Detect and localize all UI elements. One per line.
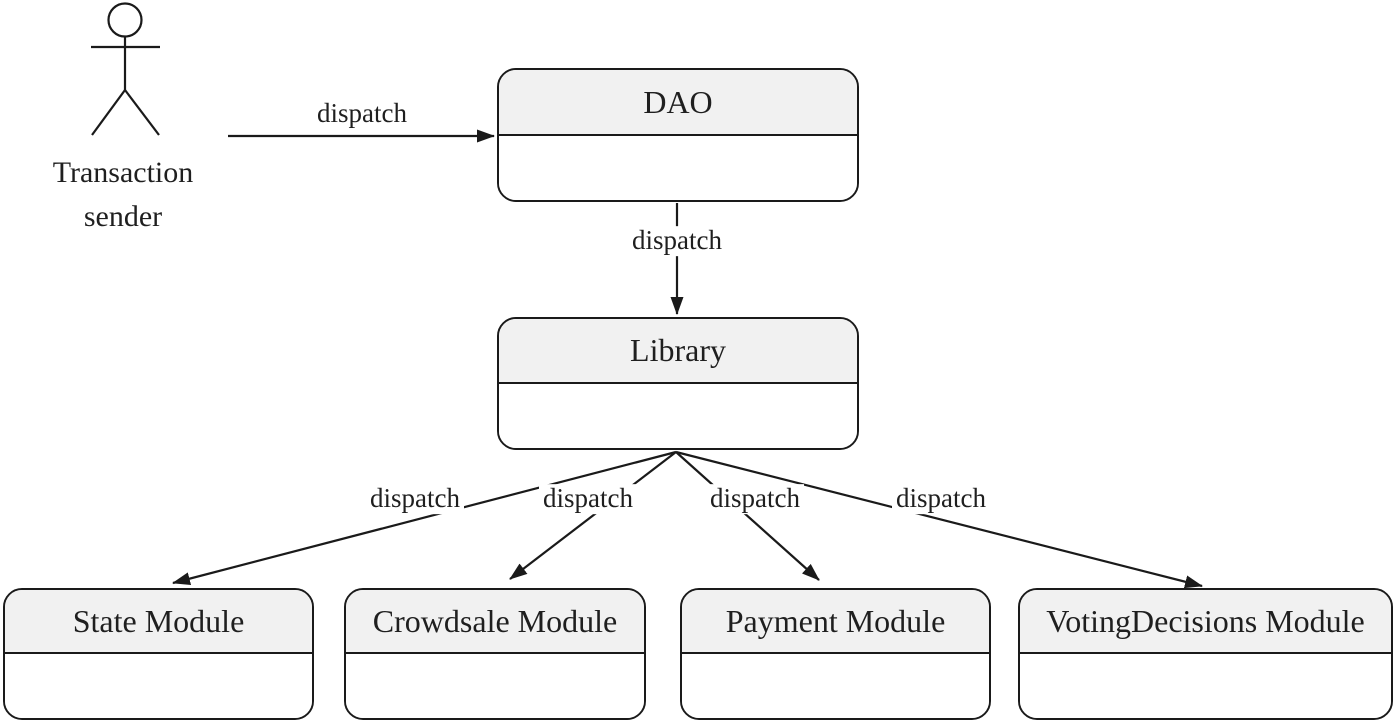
edge-library-to-payment-label: dispatch <box>706 483 804 514</box>
actor-right-leg <box>124 89 160 136</box>
edge-library-to-state-label: dispatch <box>366 483 464 514</box>
node-dao-title: DAO <box>643 83 713 120</box>
actor-head <box>107 2 143 38</box>
node-payment-module-header: Payment Module <box>682 590 989 654</box>
node-votingdecisions-module-title: VotingDecisions Module <box>1046 602 1365 639</box>
edge-sender-to-dao-label: dispatch <box>313 98 411 129</box>
edge-library-to-crowdsale-label: dispatch <box>539 483 637 514</box>
node-crowdsale-module: Crowdsale Module <box>344 588 646 720</box>
actor-label-line2: sender <box>83 200 163 233</box>
node-state-module-body <box>5 654 312 718</box>
node-crowdsale-module-title: Crowdsale Module <box>372 602 618 639</box>
node-dao-body <box>499 136 857 200</box>
node-crowdsale-module-header: Crowdsale Module <box>346 590 644 654</box>
actor-left-leg <box>91 89 126 136</box>
node-votingdecisions-module-header: VotingDecisions Module <box>1020 590 1391 654</box>
actor-stick-figure <box>91 2 160 136</box>
node-library-body <box>499 384 857 448</box>
node-votingdecisions-module: VotingDecisions Module <box>1018 588 1393 720</box>
node-payment-module-body <box>682 654 989 718</box>
node-library-header: Library <box>499 319 857 384</box>
edge-library-to-crowdsale-line <box>509 451 677 580</box>
node-library-title: Library <box>630 332 726 368</box>
node-state-module-title: State Module <box>72 602 245 639</box>
node-payment-module: Payment Module <box>680 588 991 720</box>
node-state-module: State Module <box>3 588 314 720</box>
node-votingdecisions-module-body <box>1020 654 1391 718</box>
edge-library-to-voting-line <box>675 450 1203 589</box>
node-dao: DAO <box>497 68 859 202</box>
actor-label-line1: Transaction <box>52 156 194 189</box>
edge-library-to-voting-label: dispatch <box>892 483 990 514</box>
edge-library-to-payment-line <box>675 451 820 581</box>
node-crowdsale-module-body <box>346 654 644 718</box>
node-library: Library <box>497 317 859 450</box>
node-payment-module-title: Payment Module <box>725 602 946 639</box>
edge-library-to-state-line <box>172 450 677 586</box>
actor-label: Transaction sender <box>23 151 223 239</box>
node-state-module-header: State Module <box>5 590 312 654</box>
edge-dao-to-library-label: dispatch <box>628 225 726 256</box>
node-dao-header: DAO <box>499 70 857 136</box>
